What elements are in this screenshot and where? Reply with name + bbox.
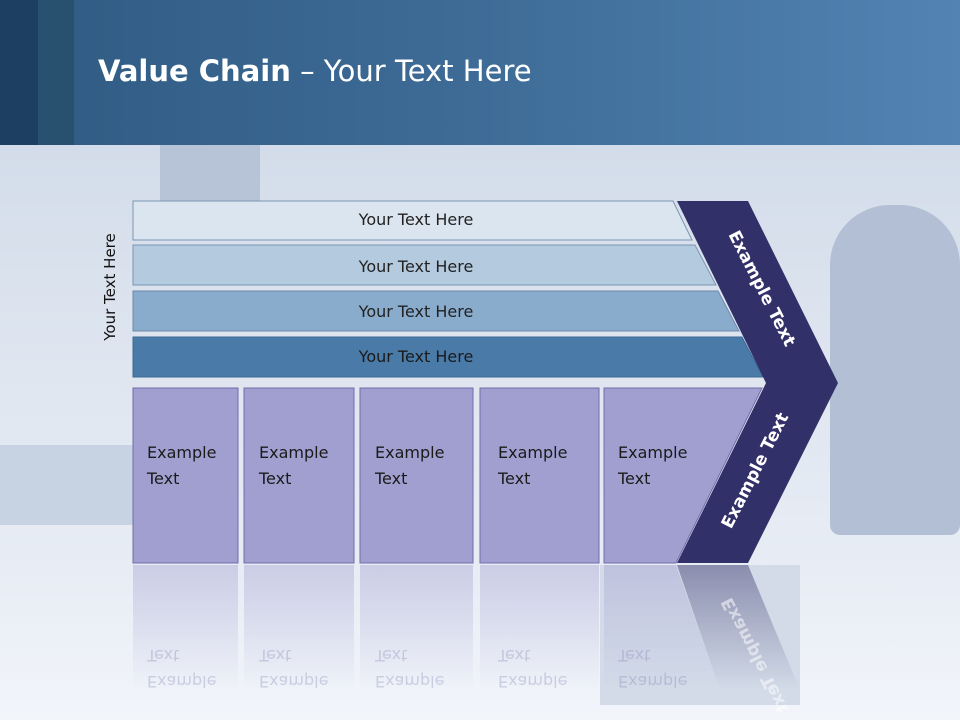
activity-box-4: [479, 387, 600, 564]
reflection-box: [244, 565, 354, 690]
support-bands: Your Text Here Your Text Here Your Text …: [132, 200, 764, 378]
reflection-text: Example: [147, 672, 216, 691]
reflection-text: Text: [146, 646, 179, 665]
reflection-box: [604, 565, 720, 690]
activity-line1: Example: [147, 443, 216, 462]
slide-title: Value Chain – Your Text Here: [98, 54, 532, 88]
activity-box-3: [359, 387, 474, 564]
activity-box-5: [603, 387, 763, 564]
band-shape-2: [132, 244, 717, 286]
activity-line2: Text: [374, 469, 407, 488]
activity-line1: Example: [618, 443, 687, 462]
desk-silhouette: [0, 445, 140, 525]
reflection-text: Example: [618, 672, 687, 691]
activity-line2: Text: [497, 469, 530, 488]
side-label: Your Text Here: [101, 233, 119, 341]
reflection-box: [360, 565, 473, 690]
reflection-text: Example: [498, 672, 567, 691]
monitor-silhouette: [160, 145, 260, 205]
reflection-box: [480, 565, 599, 690]
title-rest: – Your Text Here: [290, 54, 532, 88]
activity-label-1: Example Text: [146, 443, 222, 488]
header-bar: Value Chain – Your Text Here: [0, 0, 960, 145]
reflection-chevron: [677, 565, 800, 690]
title-bold: Value Chain: [98, 54, 291, 88]
activity-line2: Text: [146, 469, 179, 488]
person-silhouette: [830, 205, 960, 535]
band-shape-3: [132, 290, 740, 332]
activity-label-3: Example Text: [374, 443, 450, 488]
activity-line1: Example: [498, 443, 567, 462]
band-shape-1: [132, 200, 693, 241]
reflection-text: Text: [497, 646, 530, 665]
reflection-text-group: Text Example Text Example Text Example T…: [146, 646, 687, 691]
chevron-shape: [677, 201, 838, 563]
activity-line1: Example: [375, 443, 444, 462]
reflection-text: Text: [617, 646, 650, 665]
primary-activities: Example Text Example Text Example Text E…: [132, 387, 763, 564]
activity-label-2: Example Text: [258, 443, 334, 488]
activity-line2: Text: [617, 469, 650, 488]
band-shape-4: [132, 336, 764, 378]
band-label-4: Your Text Here: [358, 347, 474, 366]
activity-line2: Text: [258, 469, 291, 488]
reflection-text: Example: [259, 672, 328, 691]
reflection-text: Text: [374, 646, 407, 665]
activity-label-4: Example Text: [497, 443, 573, 488]
activity-line1: Example: [259, 443, 328, 462]
reflection-box: [133, 565, 238, 690]
activity-label-5: Example Text: [617, 443, 693, 488]
activity-box-2: [243, 387, 355, 564]
diagram-reflection: Text Example Text Example Text Example T…: [133, 565, 800, 716]
band-label-1: Your Text Here: [358, 210, 474, 229]
header-accent-strip: [38, 0, 74, 145]
reflection-text: Text: [258, 646, 291, 665]
activity-box-1: [132, 387, 239, 564]
reflection-text: Example: [375, 672, 444, 691]
header-accent-strip: [0, 0, 38, 145]
band-label-3: Your Text Here: [358, 302, 474, 321]
band-label-2: Your Text Here: [358, 257, 474, 276]
